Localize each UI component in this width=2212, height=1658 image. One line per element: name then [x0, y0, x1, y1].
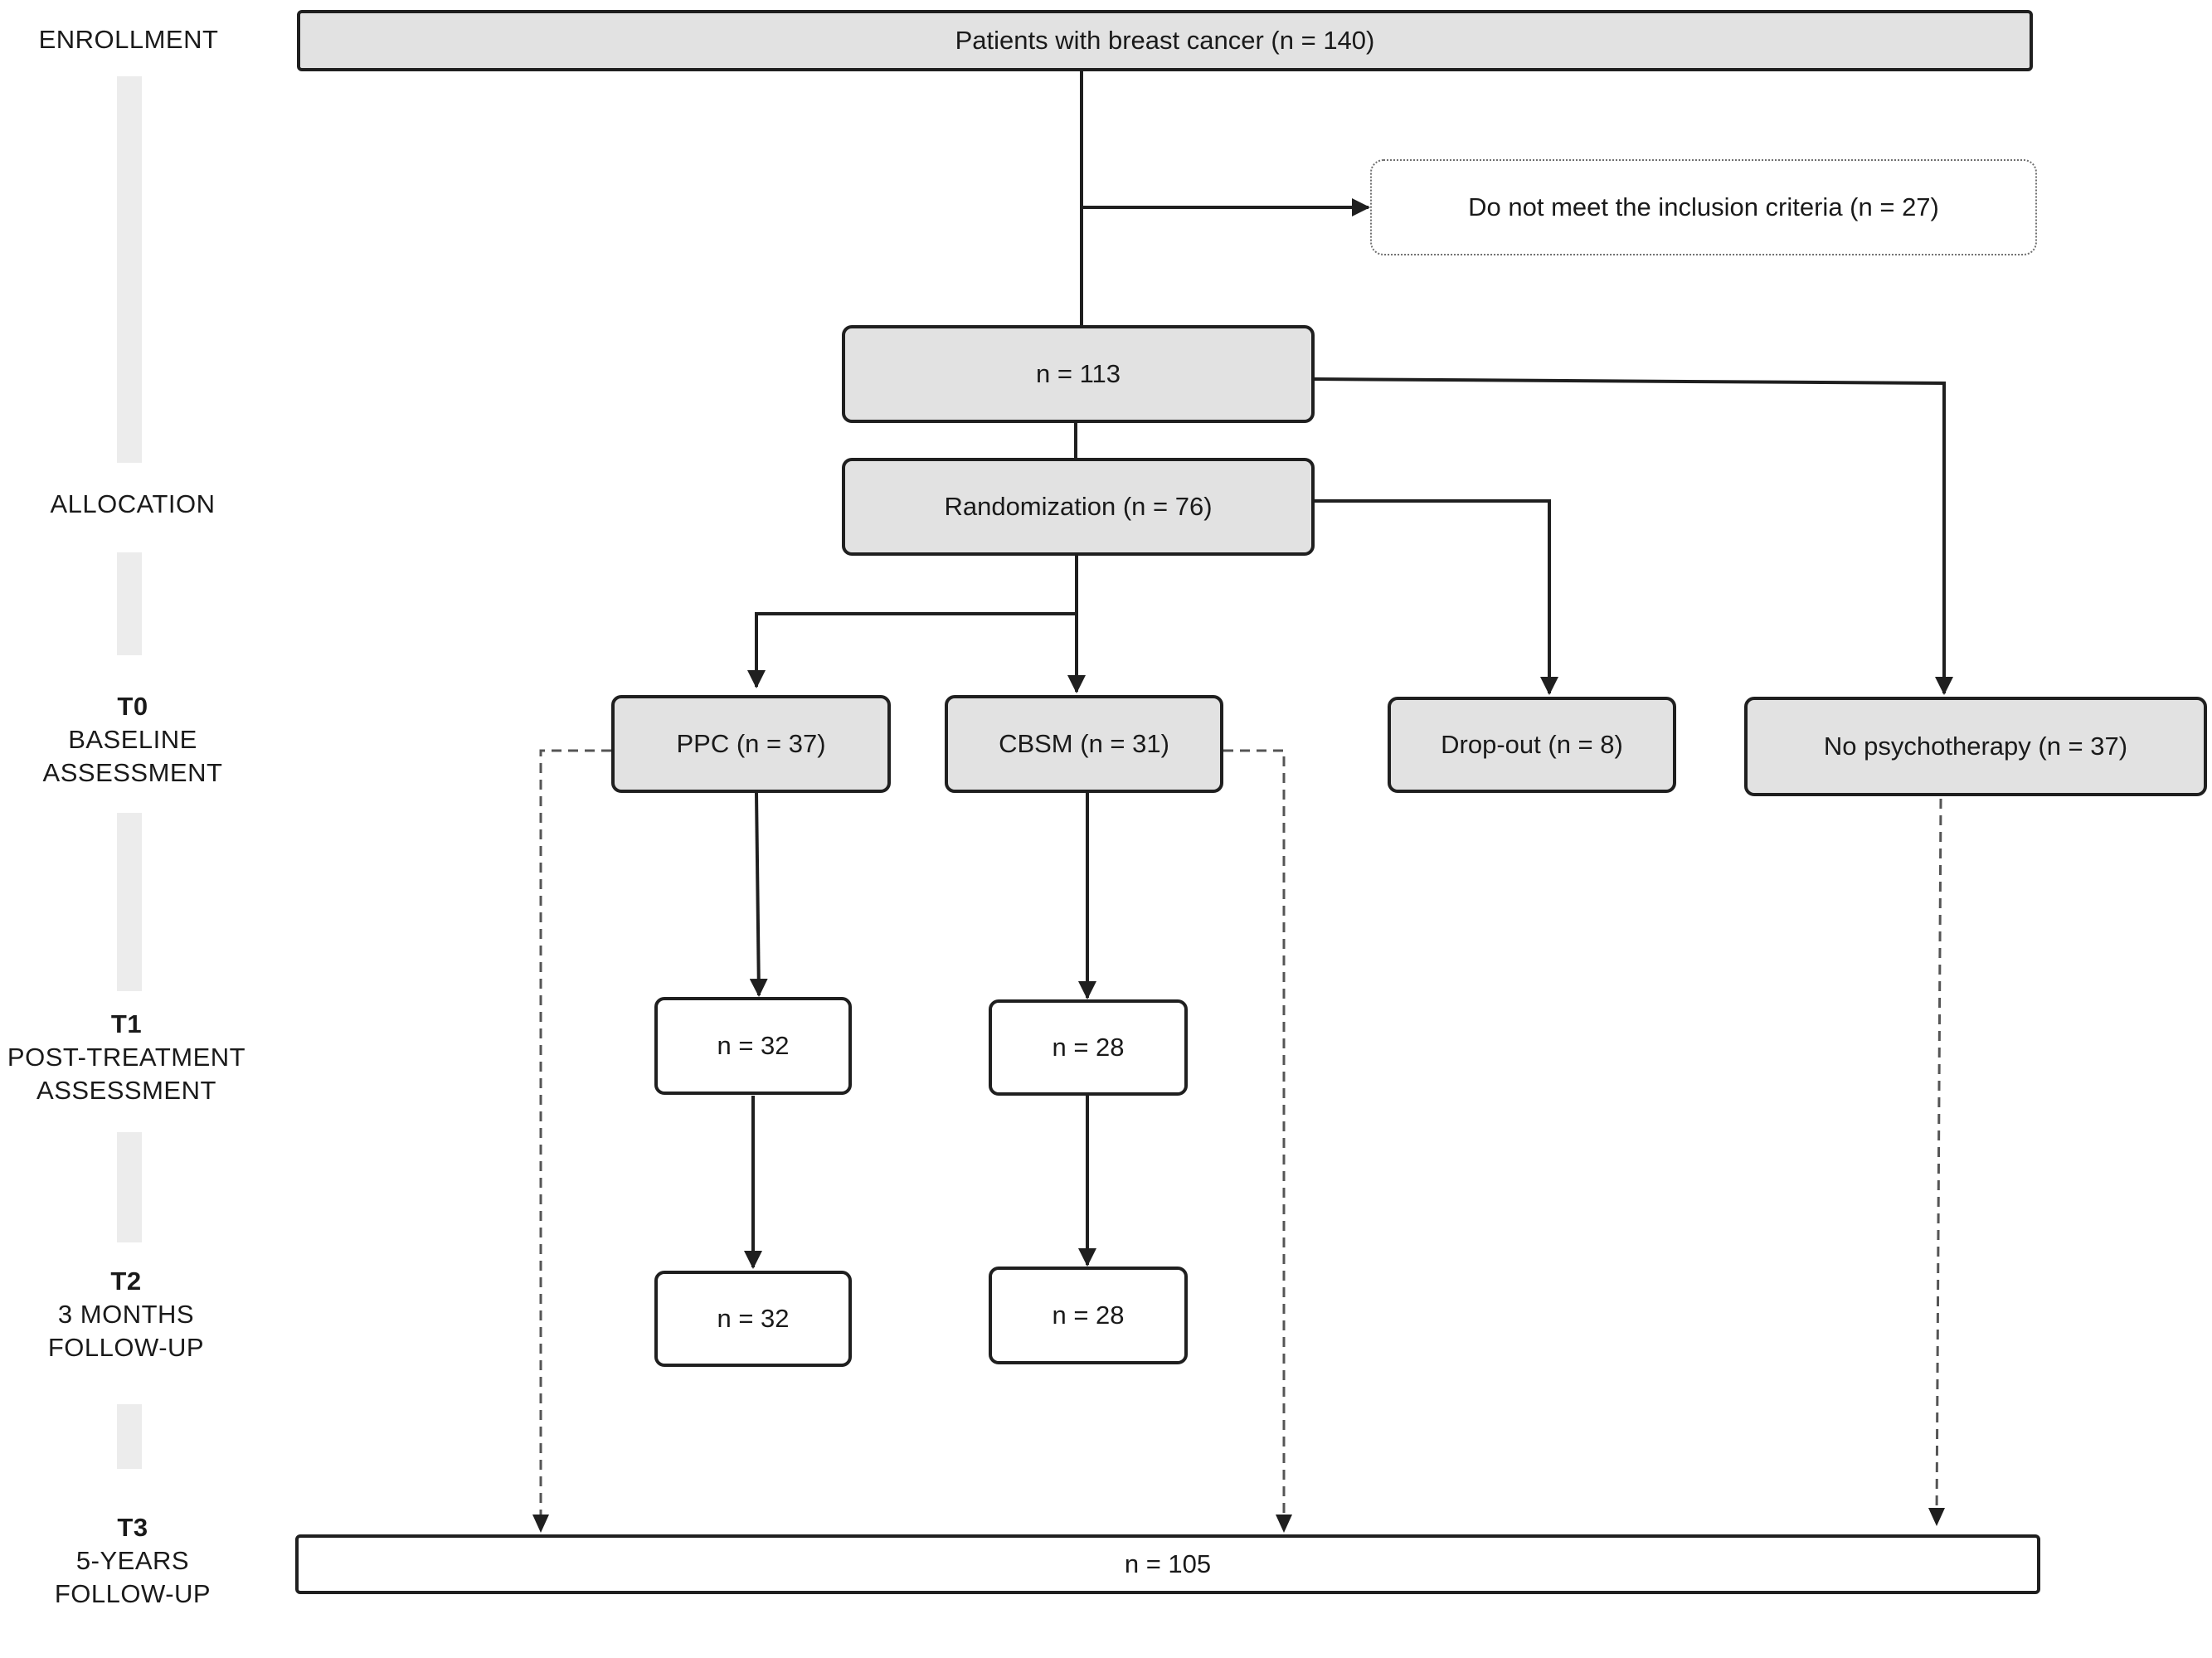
phase-text: ALLOCATION [50, 489, 216, 518]
phase-code: T3 [117, 1513, 148, 1542]
dashed-connector [1935, 798, 1942, 1519]
phase-label-t2: T2 3 MONTHS FOLLOW-UP [14, 1265, 238, 1364]
phase-label-t0: T0 BASELINE ASSESSMENT [21, 690, 245, 790]
connector-arrow [749, 792, 768, 997]
box-label: n = 113 [1036, 359, 1121, 388]
box-label: PPC (n = 37) [676, 729, 826, 758]
box-cbsm-t2: n = 28 [989, 1267, 1188, 1364]
connector-arrow [1313, 499, 1558, 695]
connector-arrow [747, 612, 1077, 688]
phase-label-t3: T3 5-YEARS FOLLOW-UP [21, 1511, 245, 1611]
box-eligible: n = 113 [842, 325, 1315, 423]
timeline-bar-segment [117, 1132, 142, 1242]
phase-code: T1 [110, 1009, 143, 1038]
box-label: Randomization (n = 76) [944, 492, 1213, 521]
box-cbsm: CBSM (n = 31) [945, 695, 1223, 793]
box-label: n = 28 [1052, 1033, 1125, 1062]
box-label: n = 32 [717, 1304, 790, 1333]
box-label: No psychotherapy (n = 37) [1823, 732, 2128, 761]
box-dropout: Drop-out (n = 8) [1388, 697, 1676, 793]
phase-text: BASELINE [68, 725, 197, 754]
box-randomization: Randomization (n = 76) [842, 458, 1315, 556]
box-label: Patients with breast cancer (n = 140) [955, 26, 1375, 55]
box-label: n = 105 [1124, 1549, 1212, 1578]
dashed-arrowhead [1276, 1515, 1292, 1533]
phase-label-enrollment: ENROLLMENT [17, 23, 241, 56]
box-ppc-t1: n = 32 [654, 997, 852, 1095]
phase-text: ASSESSMENT [36, 1076, 216, 1105]
box-label: CBSM (n = 31) [999, 729, 1169, 758]
phase-code: T2 [110, 1267, 142, 1296]
dashed-arrowhead [1928, 1508, 1945, 1526]
box-ppc: PPC (n = 37) [611, 695, 891, 793]
phase-text: ENROLLMENT [38, 25, 219, 54]
box-ppc-t2: n = 32 [654, 1271, 852, 1367]
phase-label-allocation: ALLOCATION [21, 488, 245, 521]
phase-text: FOLLOW-UP [54, 1579, 211, 1608]
box-label: n = 32 [717, 1031, 790, 1060]
phase-text: ASSESSMENT [42, 758, 223, 787]
phase-text: 3 MONTHS [57, 1300, 195, 1329]
timeline-bar-segment [117, 1404, 142, 1469]
box-label: n = 28 [1052, 1301, 1125, 1330]
dashed-connector [539, 749, 611, 1524]
timeline-bar-segment [117, 552, 142, 655]
box-cbsm-t1: n = 28 [989, 999, 1188, 1096]
box-label: Drop-out (n = 8) [1441, 730, 1623, 759]
phase-label-t1: T1 POST-TREATMENT ASSESSMENT [0, 1008, 253, 1107]
box-excluded: Do not meet the inclusion criteria (n = … [1370, 159, 2037, 255]
phase-code: T0 [117, 692, 148, 721]
box-enrolled: Patients with breast cancer (n = 140) [297, 10, 2033, 71]
dashed-arrowhead [532, 1515, 549, 1533]
connector-arrow [1312, 377, 1953, 695]
box-no-psychotherapy: No psychotherapy (n = 37) [1744, 697, 2207, 796]
phase-text: 5-YEARS [75, 1546, 190, 1575]
box-followup-5y: n = 105 [295, 1534, 2040, 1594]
timeline-bar-segment [117, 813, 142, 991]
phase-text: FOLLOW-UP [47, 1333, 205, 1362]
box-label: Do not meet the inclusion criteria (n = … [1468, 192, 1939, 221]
phase-text: POST-TREATMENT [7, 1043, 246, 1072]
timeline-bar-segment [117, 76, 142, 463]
dashed-connector [1223, 749, 1286, 1524]
